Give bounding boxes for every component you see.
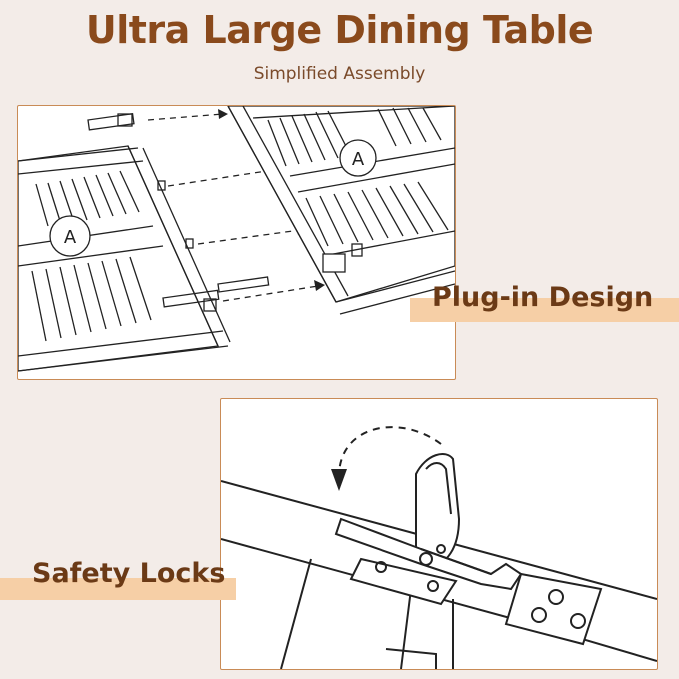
plug-in-design-illustration: A xyxy=(17,105,456,380)
safety-locks-illustration xyxy=(220,398,658,670)
rotation-arrow-head xyxy=(331,469,347,491)
marker-a-left xyxy=(49,215,91,257)
table-leaf-diagram: A xyxy=(18,106,455,372)
marker-a-left-label: A xyxy=(64,227,77,248)
safety-locks-band xyxy=(0,578,236,600)
marker-a-right-label: A xyxy=(352,149,365,170)
latch-diagram xyxy=(221,426,657,669)
marker-a-right xyxy=(339,139,377,177)
page-subtitle: Simplified Assembly xyxy=(253,64,426,84)
safety-locks-label: Safety Locks xyxy=(32,558,226,589)
plug-in-design-band xyxy=(410,298,679,322)
page-title: Ultra Large Dining Table xyxy=(85,8,594,52)
plug-in-design-label: Plug-in Design xyxy=(432,282,654,313)
